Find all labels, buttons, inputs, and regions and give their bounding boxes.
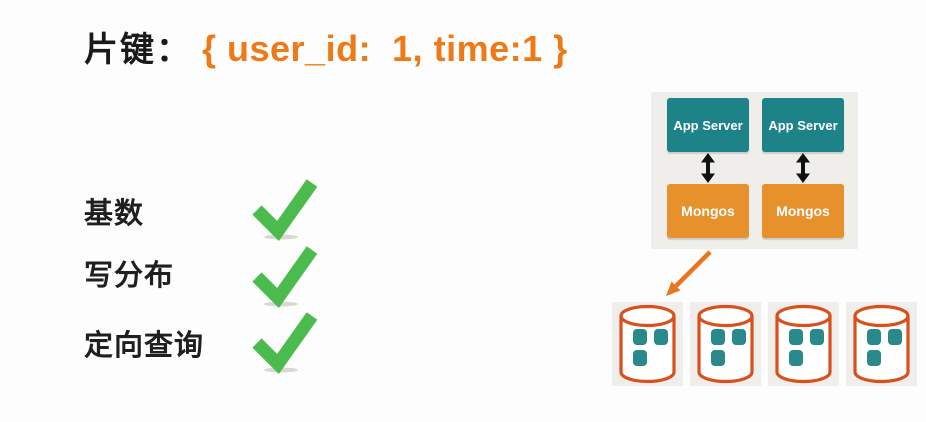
shard-key-value: { user_id: 1, time:1 }	[202, 28, 568, 69]
page-title: 片键： { user_id: 1, time:1 }	[84, 22, 568, 71]
data-chip	[810, 329, 824, 345]
data-chip	[867, 329, 881, 345]
app-server-box: App Server	[667, 98, 749, 152]
data-chip	[711, 350, 725, 366]
data-chip	[789, 329, 803, 345]
criterion-targeted-query: 定向查询	[84, 330, 205, 362]
data-chip	[888, 329, 902, 345]
data-chip	[732, 329, 746, 345]
architecture-panel: App Server App Server Mongos Mongos	[651, 92, 858, 249]
shard-block	[612, 302, 683, 386]
mongos-label: Mongos	[776, 203, 830, 219]
checkmark-icon	[252, 312, 318, 375]
shard-cylinder-icon	[775, 304, 832, 384]
route-arrow-icon	[666, 250, 712, 296]
shard-block	[768, 302, 839, 386]
mongos-box: Mongos	[762, 184, 844, 238]
criterion-cardinality: 基数	[84, 198, 145, 230]
shard-cylinder-icon	[697, 304, 754, 384]
data-chip	[789, 350, 803, 366]
data-chip	[654, 329, 668, 345]
checkmark-icon	[252, 179, 318, 242]
mongos-label: Mongos	[681, 203, 735, 219]
double-arrow-icon	[796, 153, 810, 183]
shard-block	[690, 302, 761, 386]
criterion-write-distribution: 写分布	[84, 260, 175, 292]
shard-block	[846, 302, 917, 386]
checkmark-icon	[252, 246, 318, 309]
data-chip	[867, 350, 881, 366]
app-server-label: App Server	[673, 117, 743, 133]
data-chip	[633, 350, 647, 366]
app-server-label: App Server	[768, 117, 838, 133]
mongos-box: Mongos	[667, 184, 749, 238]
data-chip	[711, 329, 725, 345]
data-chip	[633, 329, 647, 345]
double-arrow-icon	[701, 153, 715, 183]
shard-key-label: 片键：	[84, 31, 192, 69]
shard-cylinder-icon	[853, 304, 910, 384]
app-server-box: App Server	[762, 98, 844, 152]
shard-cylinder-icon	[619, 304, 676, 384]
